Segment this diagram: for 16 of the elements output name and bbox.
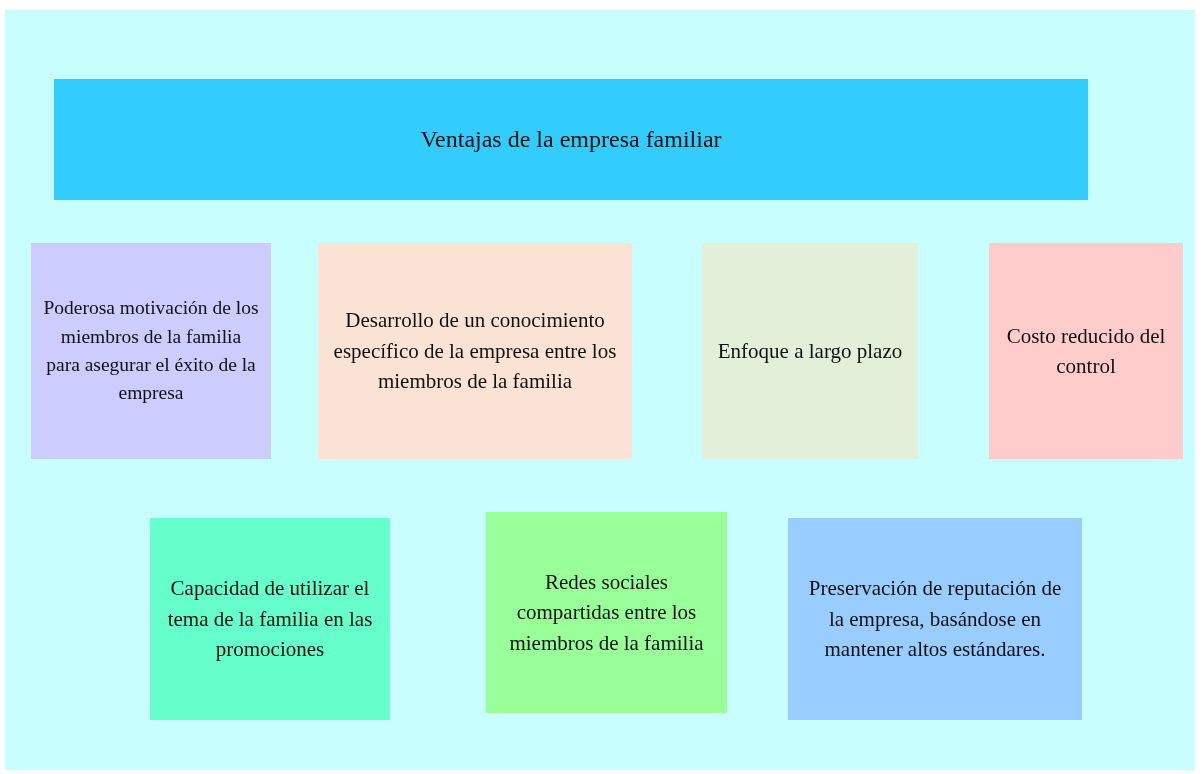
box-text: Costo reducido del control — [1005, 322, 1167, 380]
text-box — [150, 518, 390, 720]
box-text: Desarrollo de un conocimiento específico de la empresa entre los miembros de la familia — [332, 307, 618, 396]
box-text: Redes sociales compartidas entre los miembros de la familia — [508, 568, 705, 657]
box-text: Poderosa motivación de los miembros de la familia para asegurar el éxito de la empresa — [43, 296, 259, 406]
title-text: Ventajas de la empresa familiar — [420, 125, 722, 155]
title-banner — [54, 79, 1088, 200]
text-box — [788, 518, 1082, 720]
box-text: Preservación de reputación de la empresa, basándose en mantener altos estándares. — [807, 575, 1063, 664]
box-text: Capacidad de utilizar el tema de la familia en las promociones — [166, 575, 374, 664]
text-box — [486, 512, 727, 713]
text-box — [318, 243, 632, 459]
box-text: Enfoque a largo plazo — [717, 337, 903, 365]
text-box — [31, 243, 271, 459]
text-box — [702, 243, 918, 459]
text-box — [989, 243, 1183, 459]
